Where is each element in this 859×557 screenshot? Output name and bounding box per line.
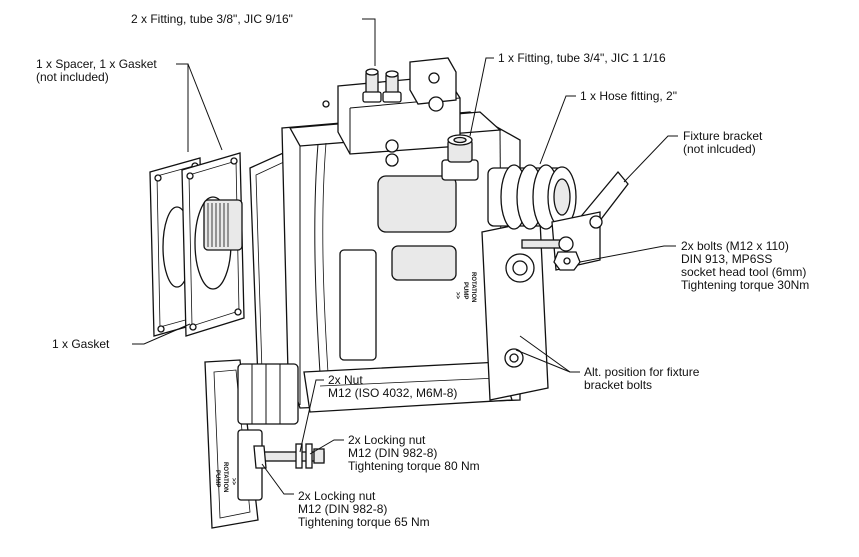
callout-fitting-34: 1 x Fitting, tube 3/4", JIC 1 1/16 xyxy=(498,52,666,65)
hose-fitting xyxy=(487,164,577,230)
callout-text: Alt. position for fixture xyxy=(584,365,700,379)
callout-text: 1 x Hose fitting, 2" xyxy=(580,89,677,103)
fitting-38-right xyxy=(382,70,402,103)
callout-locking-nut-80: 2x Locking nut M12 (DIN 982-8) Tightenin… xyxy=(348,434,480,473)
fitting-38-left xyxy=(362,68,382,103)
callout-spacer-gasket: 1 x Spacer, 1 x Gasket (not included) xyxy=(36,58,157,84)
callout-text: M12 (DIN 982-8) xyxy=(298,502,388,516)
callout-text: Tightening torque 30Nm xyxy=(681,278,810,292)
pump-body xyxy=(249,111,549,413)
drive-shaft xyxy=(203,199,243,251)
callout-text: 2x Nut xyxy=(328,373,363,387)
callout-text: (not inlcuded) xyxy=(683,142,756,156)
callout-text: M12 (DIN 982-8) xyxy=(348,446,438,460)
callout-text: Fixture bracket xyxy=(683,129,763,143)
rotation-arrows-main: >> xyxy=(454,292,460,300)
callout-text: 2x Locking nut xyxy=(298,489,376,503)
callout-text: 2 x Fitting, tube 3/8", JIC 9/16" xyxy=(131,12,293,26)
callout-hose-fitting: 1 x Hose fitting, 2" xyxy=(580,90,677,103)
callout-text: Tightening torque 65 Nm xyxy=(298,515,430,529)
rotation-label-main: ROTATION xyxy=(470,272,476,302)
callout-text: 2x bolts (M12 x 110) xyxy=(681,239,789,253)
callout-text: 1 x Fitting, tube 3/4", JIC 1 1/16 xyxy=(498,51,666,65)
pump-label-main: PUMP xyxy=(462,282,468,299)
fitting-34 xyxy=(441,134,479,181)
callout-fitting-38: 2 x Fitting, tube 3/8", JIC 9/16" xyxy=(131,13,293,26)
rotation-label-detail: ROTATION xyxy=(222,462,228,492)
callout-text: 2x Locking nut xyxy=(348,433,426,447)
callout-nut: 2x Nut M12 (ISO 4032, M6M-8) xyxy=(328,374,457,400)
callout-bolts: 2x bolts (M12 x 110) DIN 913, MP6SS sock… xyxy=(681,240,809,292)
rotation-arrows-detail: >> xyxy=(230,478,236,486)
callout-alt-position: Alt. position for fixture bracket bolts xyxy=(584,366,699,392)
callout-text: 1 x Gasket xyxy=(52,337,110,351)
callout-text: bracket bolts xyxy=(584,378,653,392)
detail-view xyxy=(204,359,325,529)
callout-text: DIN 913, MP6SS xyxy=(681,252,773,266)
pump-label-detail: PUMP xyxy=(214,470,220,487)
bolt-upper xyxy=(521,236,581,271)
callout-gasket: 1 x Gasket xyxy=(52,338,109,351)
callout-text: (not included) xyxy=(36,70,109,84)
callout-text: Tightening torque 80 Nm xyxy=(348,459,480,473)
callout-text: 1 x Spacer, 1 x Gasket xyxy=(36,57,157,71)
callout-fixture-bracket: Fixture bracket (not inlcuded) xyxy=(683,130,762,156)
callout-text: socket head tool (6mm) xyxy=(681,265,807,279)
callout-text: M12 (ISO 4032, M6M-8) xyxy=(328,386,458,400)
leader-lines xyxy=(132,18,678,495)
callout-locking-nut-65: 2x Locking nut M12 (DIN 982-8) Tightenin… xyxy=(298,490,430,529)
